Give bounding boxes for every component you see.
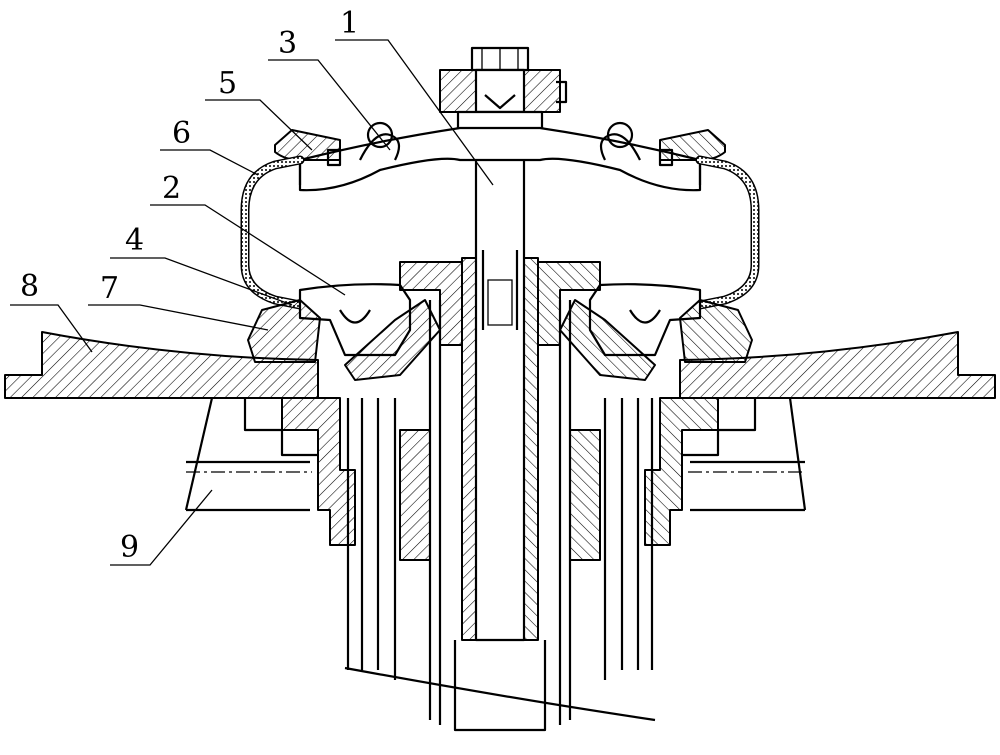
central-shaft — [474, 126, 526, 642]
upper-cover-plate — [298, 121, 702, 192]
label-4: 4 — [125, 223, 144, 258]
outer-sleeves — [281, 397, 719, 546]
label-3: 3 — [278, 26, 297, 61]
label-2: 2 — [162, 171, 181, 206]
label-7: 7 — [100, 271, 119, 306]
label-6: 6 — [172, 116, 191, 151]
leader-lines — [10, 39, 494, 566]
guide-collar — [344, 261, 656, 381]
label-9: 9 — [120, 530, 139, 565]
label-1: 1 — [340, 6, 359, 41]
part-labels: 1 3 5 6 2 4 7 8 9 — [20, 6, 359, 565]
base-plate — [4, 331, 996, 399]
label-8: 8 — [20, 269, 39, 304]
label-5: 5 — [218, 66, 237, 101]
lower-clamp-rings — [247, 299, 753, 363]
